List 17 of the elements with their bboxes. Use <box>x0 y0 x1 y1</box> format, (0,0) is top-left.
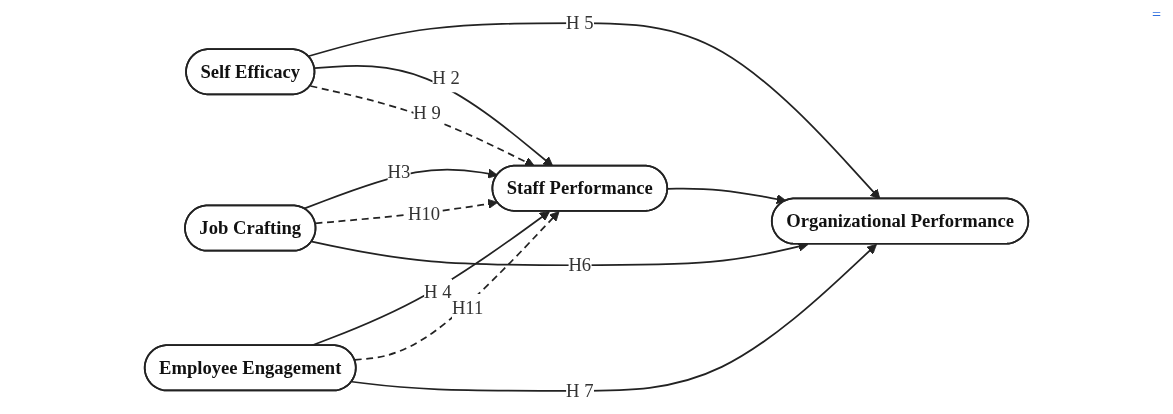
arrow <box>311 240 809 267</box>
arrow <box>351 243 877 392</box>
arrow <box>313 65 554 167</box>
note-text: = <box>1151 6 1161 24</box>
edge-label: H 4 <box>424 282 452 302</box>
edge-label: H6 <box>568 254 592 275</box>
edge-label: H10 <box>408 203 441 224</box>
arrow <box>303 168 498 210</box>
edge-label: H3 <box>387 161 411 182</box>
edge-label: H 9 <box>413 102 441 123</box>
edge-label: H11 <box>451 297 484 318</box>
edge-label: H 2 <box>432 68 460 88</box>
arrow <box>309 85 535 167</box>
arrow <box>307 22 881 200</box>
edge-label: H 5 <box>566 12 594 33</box>
arrow <box>353 211 560 361</box>
edge-label: H 7 <box>566 380 594 401</box>
